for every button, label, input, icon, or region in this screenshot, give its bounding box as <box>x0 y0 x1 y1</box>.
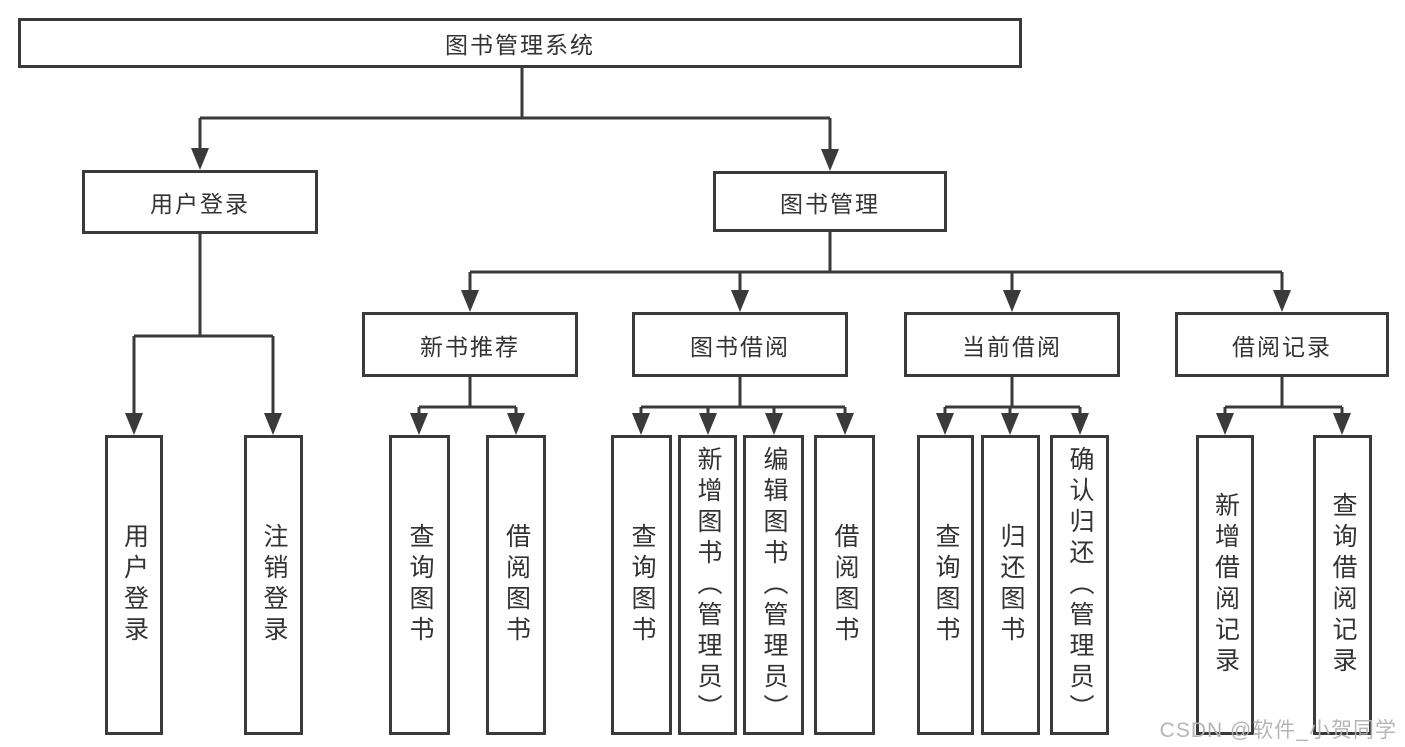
leaf-confirm-return-admin-label: 确认归还（管理员） <box>1066 445 1094 725</box>
leaf-borrow-books-recommend: 借阅图书 <box>486 435 546 735</box>
leaf-query-books-current: 查询图书 <box>917 435 974 735</box>
csdn-watermark: CSDN @软件_小贺同学 <box>1159 719 1397 742</box>
leaf-user-login: 用户登录 <box>105 435 163 735</box>
node-borrow-records-label: 借阅记录 <box>1232 333 1332 360</box>
leaf-query-books-recommend-label: 查询图书 <box>406 523 434 647</box>
node-user-login-label: 用户登录 <box>150 191 250 217</box>
leaf-add-books-admin: 新增图书（管理员） <box>678 435 737 735</box>
leaf-borrow-books-recommend-label: 借阅图书 <box>502 523 531 647</box>
leaf-add-books-admin-label: 新增图书（管理员） <box>694 445 722 725</box>
leaf-confirm-return-admin: 确认归还（管理员） <box>1050 435 1109 735</box>
leaf-edit-books-admin-label: 编辑图书（管理员） <box>760 445 788 725</box>
leaf-query-books-current-label: 查询图书 <box>932 523 960 647</box>
leaf-logout-label: 注销登录 <box>260 523 288 647</box>
node-book-borrow: 图书借阅 <box>632 312 848 377</box>
leaf-query-books-borrow-label: 查询图书 <box>628 523 656 647</box>
leaf-borrow-books-label: 借阅图书 <box>831 523 859 647</box>
node-root-label: 图书管理系统 <box>445 32 595 58</box>
leaf-query-borrow-record-label: 查询借阅记录 <box>1329 492 1357 678</box>
leaf-edit-books-admin: 编辑图书（管理员） <box>743 435 804 735</box>
leaf-return-books: 归还图书 <box>981 435 1040 735</box>
leaf-query-books-recommend: 查询图书 <box>389 435 450 735</box>
node-book-management-label: 图书管理 <box>780 190 880 217</box>
leaf-user-login-label: 用户登录 <box>120 523 149 647</box>
leaf-borrow-books: 借阅图书 <box>814 435 875 735</box>
node-new-book-recommend: 新书推荐 <box>362 312 578 377</box>
leaf-add-borrow-record: 新增借阅记录 <box>1196 435 1254 735</box>
leaf-return-books-label: 归还图书 <box>997 523 1025 647</box>
node-user-login: 用户登录 <box>82 170 318 234</box>
node-root: 图书管理系统 <box>18 18 1022 68</box>
leaf-query-borrow-record: 查询借阅记录 <box>1313 435 1372 735</box>
leaf-add-borrow-record-label: 新增借阅记录 <box>1211 492 1240 678</box>
node-borrow-records: 借阅记录 <box>1175 312 1389 377</box>
node-book-borrow-label: 图书借阅 <box>690 333 790 360</box>
leaf-query-books-borrow: 查询图书 <box>611 435 672 735</box>
leaf-logout: 注销登录 <box>244 435 303 735</box>
node-current-borrow: 当前借阅 <box>904 312 1120 377</box>
node-new-book-recommend-label: 新书推荐 <box>420 333 520 360</box>
node-book-management: 图书管理 <box>713 171 947 232</box>
node-current-borrow-label: 当前借阅 <box>962 333 1062 360</box>
